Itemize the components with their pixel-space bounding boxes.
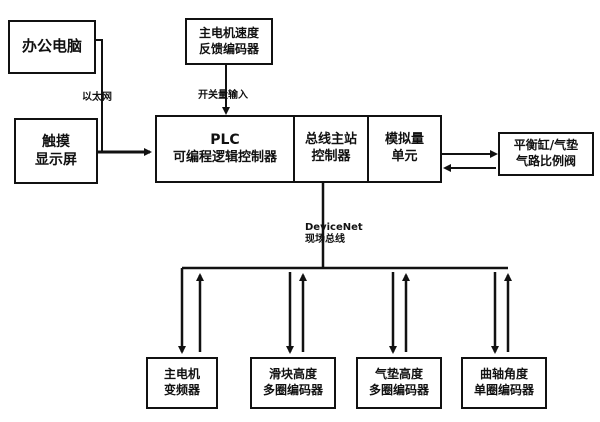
plc-line2: 可编程逻辑控制器	[172, 149, 277, 165]
office-pc-box: 办公电脑	[8, 20, 96, 74]
slider-encoder-line2: 多圈编码器	[262, 383, 323, 397]
slider-height-encoder-box: 滑块高度 多圈编码器	[250, 357, 336, 409]
valve-line2: 气路比例阀	[515, 154, 576, 168]
cushion-encoder-line2: 多圈编码器	[368, 383, 429, 397]
valve-line1: 平衡缸/气垫	[513, 138, 579, 153]
touch-screen-line2: 显示屏	[35, 152, 77, 168]
speed-encoder-box: 主电机速度 反馈编码器	[185, 18, 273, 65]
devicenet-line2: 现场总线	[305, 234, 345, 245]
master-station-box: 总线主站 控制器	[293, 115, 369, 183]
slider-encoder-line1: 滑块高度	[268, 367, 317, 382]
plc-box: PLC 可编程逻辑控制器	[155, 115, 295, 183]
master-station-line2: 控制器	[311, 149, 351, 164]
speed-encoder-line1: 主电机速度	[198, 25, 259, 40]
touch-screen-line1: 触摸	[42, 133, 70, 150]
devicenet-label: DeviceNet 现场总线	[305, 222, 363, 246]
plc-line1: PLC	[210, 132, 240, 149]
touch-screen-box: 触摸 显示屏	[14, 118, 98, 184]
inverter-line1: 主电机	[163, 367, 200, 382]
master-station-line1: 总线主站	[304, 132, 357, 148]
analog-unit-line2: 单元	[391, 149, 418, 164]
crank-angle-encoder-box: 曲轴角度 单圈编码器	[461, 357, 547, 409]
analog-unit-line1: 模拟量	[384, 132, 424, 148]
crank-encoder-line2: 单圈编码器	[473, 383, 534, 397]
crank-encoder-line1: 曲轴角度	[479, 367, 528, 382]
switch-input-label: 开关量输入	[198, 90, 248, 101]
ethernet-line	[95, 39, 103, 152]
main-motor-inverter-box: 主电机 变频器	[146, 357, 218, 409]
analog-unit-box: 模拟量 单元	[367, 115, 442, 183]
devicenet-line1: DeviceNet	[305, 222, 363, 233]
proportional-valve-box: 平衡缸/气垫 气路比例阀	[498, 132, 594, 176]
speed-encoder-line2: 反馈编码器	[198, 41, 259, 56]
ethernet-label: 以太网	[82, 92, 112, 103]
inverter-line2: 变频器	[163, 383, 200, 397]
cushion-height-encoder-box: 气垫高度 多圈编码器	[356, 357, 442, 409]
office-pc-label: 办公电脑	[21, 37, 82, 56]
cushion-encoder-line1: 气垫高度	[374, 367, 423, 382]
